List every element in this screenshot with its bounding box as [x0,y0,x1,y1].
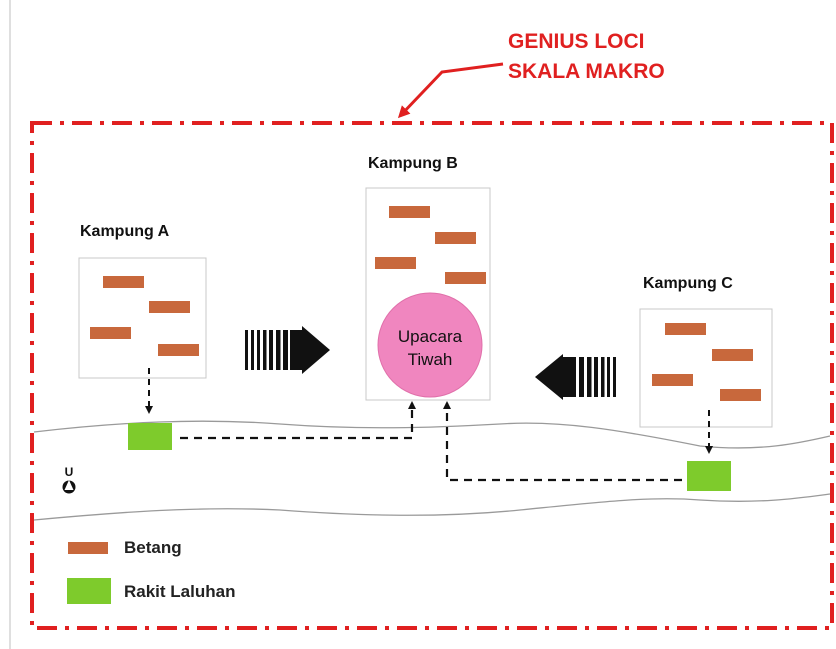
betang-a2 [149,301,190,313]
legend-betang-label: Betang [124,538,182,557]
betang-b2 [435,232,476,244]
legend-rakit-label: Rakit Laluhan [124,582,235,601]
betang-c1 [665,323,706,335]
legend-betang-swatch [68,542,108,554]
betang-b3 [375,257,416,269]
rakit-c [687,461,731,491]
route-rakit-c-to-ceremony [443,401,682,482]
betang-c2 [712,349,753,361]
north-label: U [65,465,74,479]
kampung-b-label: Kampung B [368,155,458,172]
title-line-2: SKALA MAKRO [508,60,665,83]
kampung-c-label: Kampung C [643,275,733,292]
betang-a4 [158,344,199,356]
betang-b1 [389,206,430,218]
title-pointer-arrow [397,62,504,119]
title-line-1: GENIUS LOCI [508,30,645,53]
betang-a1 [103,276,144,288]
ceremony-line-1: Upacara [398,327,463,346]
legend-rakit-swatch [67,578,111,604]
betang-a3 [90,327,131,339]
rakit-a [128,423,172,450]
upacara-tiwah-circle [377,292,483,398]
macro-boundary-frame [30,121,834,630]
river-bank-top [33,420,831,449]
betang-c4 [720,389,761,401]
flow-arrow-right [245,326,330,374]
ceremony-line-2: Tiwah [408,350,453,369]
river-bank-bottom [33,493,831,521]
betang-c3 [652,374,693,386]
kampung-a-label: Kampung A [80,223,170,240]
route-rakit-a-to-ceremony [180,401,416,440]
betang-b4 [445,272,486,284]
north-arrow-icon [62,480,76,494]
flow-arrow-left [535,354,616,400]
